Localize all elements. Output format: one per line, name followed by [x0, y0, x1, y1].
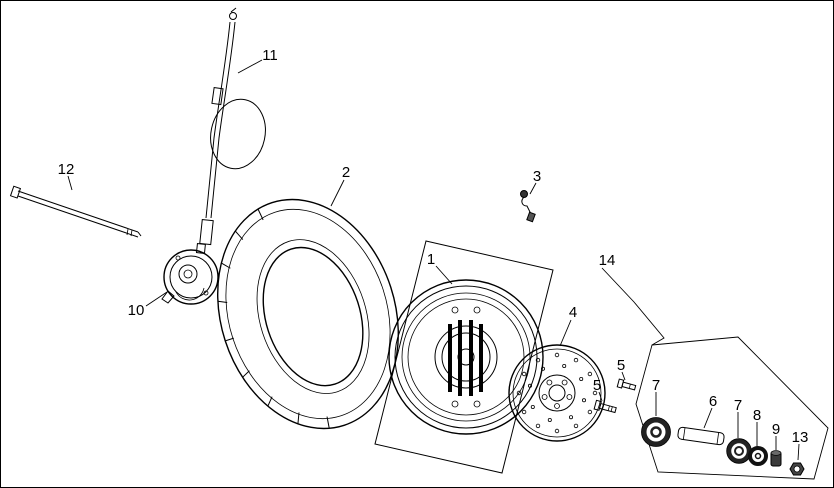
brake-disc-part	[508, 344, 606, 442]
bearing-part-a	[641, 417, 671, 447]
disc-bolt-part-b	[616, 378, 637, 391]
clamp-part	[520, 190, 536, 223]
label-part-7a: 7	[652, 377, 660, 394]
oil-seal-part	[748, 446, 768, 466]
label-part-3: 3	[533, 168, 541, 185]
label-part-8: 8	[753, 407, 761, 424]
disc-bolt-part-a	[593, 399, 617, 414]
front-axle-part	[9, 185, 142, 238]
tire-part	[217, 198, 399, 430]
label-part-6: 6	[709, 393, 717, 410]
speedometer-cable-part	[195, 7, 266, 254]
axle-spacer-part	[677, 426, 725, 446]
label-part-13: 13	[792, 429, 809, 446]
leader-lines	[67, 59, 800, 461]
label-part-4: 4	[569, 304, 577, 321]
label-part-10: 10	[128, 302, 145, 319]
label-part-1: 1	[427, 251, 435, 268]
speedometer-gear-part	[161, 249, 219, 305]
wheel-rim-part	[388, 279, 544, 435]
bearing-part-b	[726, 438, 752, 464]
label-part-11: 11	[262, 47, 278, 64]
assembly-outline-14	[601, 267, 829, 480]
side-collar-part	[770, 450, 782, 467]
label-part-2: 2	[342, 164, 350, 181]
axle-nut-part	[789, 462, 805, 476]
label-part-7b: 7	[734, 397, 742, 414]
label-part-9: 9	[772, 421, 780, 438]
part-labels: 1 2 3 4 5 5 6 7 7 8 9 10 11 12 13 14	[58, 47, 809, 446]
label-part-5b: 5	[617, 357, 625, 374]
label-part-14: 14	[599, 252, 616, 269]
label-part-5a: 5	[593, 377, 601, 394]
label-part-12: 12	[58, 161, 75, 178]
